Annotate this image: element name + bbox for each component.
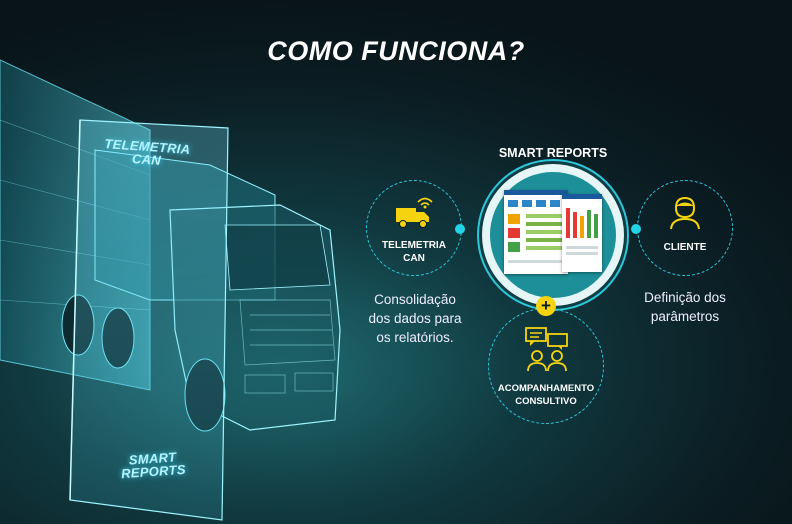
- truck-illustration: [0, 59, 341, 521]
- telemetria-circle: [366, 180, 462, 276]
- acompanhamento-label: ACOMPANHAMENTO CONSULTIVO: [490, 382, 602, 408]
- desc-line: dos dados para: [368, 311, 462, 326]
- report-chart-icon: [504, 190, 568, 263]
- truck-wifi-icon: [396, 197, 433, 228]
- telemetria-label: TELEMETRIA CAN: [370, 239, 458, 265]
- telemetria-label-line: CAN: [403, 253, 425, 264]
- plus-icon: +: [536, 296, 556, 316]
- telemetria-label-line: TELEMETRIA: [382, 240, 446, 251]
- cliente-circle: [637, 180, 733, 276]
- smart-reports-title: SMART REPORTS: [498, 146, 608, 160]
- acompanhamento-label-line: ACOMPANHAMENTO: [497, 383, 595, 394]
- desc-line: parâmetros: [650, 309, 720, 324]
- cliente-description: Definição dos parâmetros: [620, 288, 750, 326]
- report-thumbnail-1: [504, 190, 568, 274]
- page-title: COMO FUNCIONA?: [267, 36, 525, 66]
- connector-dot-right: [631, 224, 641, 234]
- smart-reports-circle: [482, 164, 624, 306]
- desc-line: Definição dos: [644, 290, 726, 305]
- people-chat-icon: [525, 327, 568, 372]
- desc-line: Consolidação: [374, 292, 456, 307]
- acompanhamento-label-line: CONSULTIVO: [515, 396, 577, 407]
- report-thumbnail-2: [562, 194, 602, 272]
- telemetria-description: Consolidação dos dados para os relatório…: [350, 290, 480, 347]
- desc-line: os relatórios.: [376, 330, 454, 345]
- report-bars-icon: [562, 194, 602, 255]
- cliente-label: CLIENTE: [663, 242, 707, 253]
- person-icon: [670, 196, 700, 230]
